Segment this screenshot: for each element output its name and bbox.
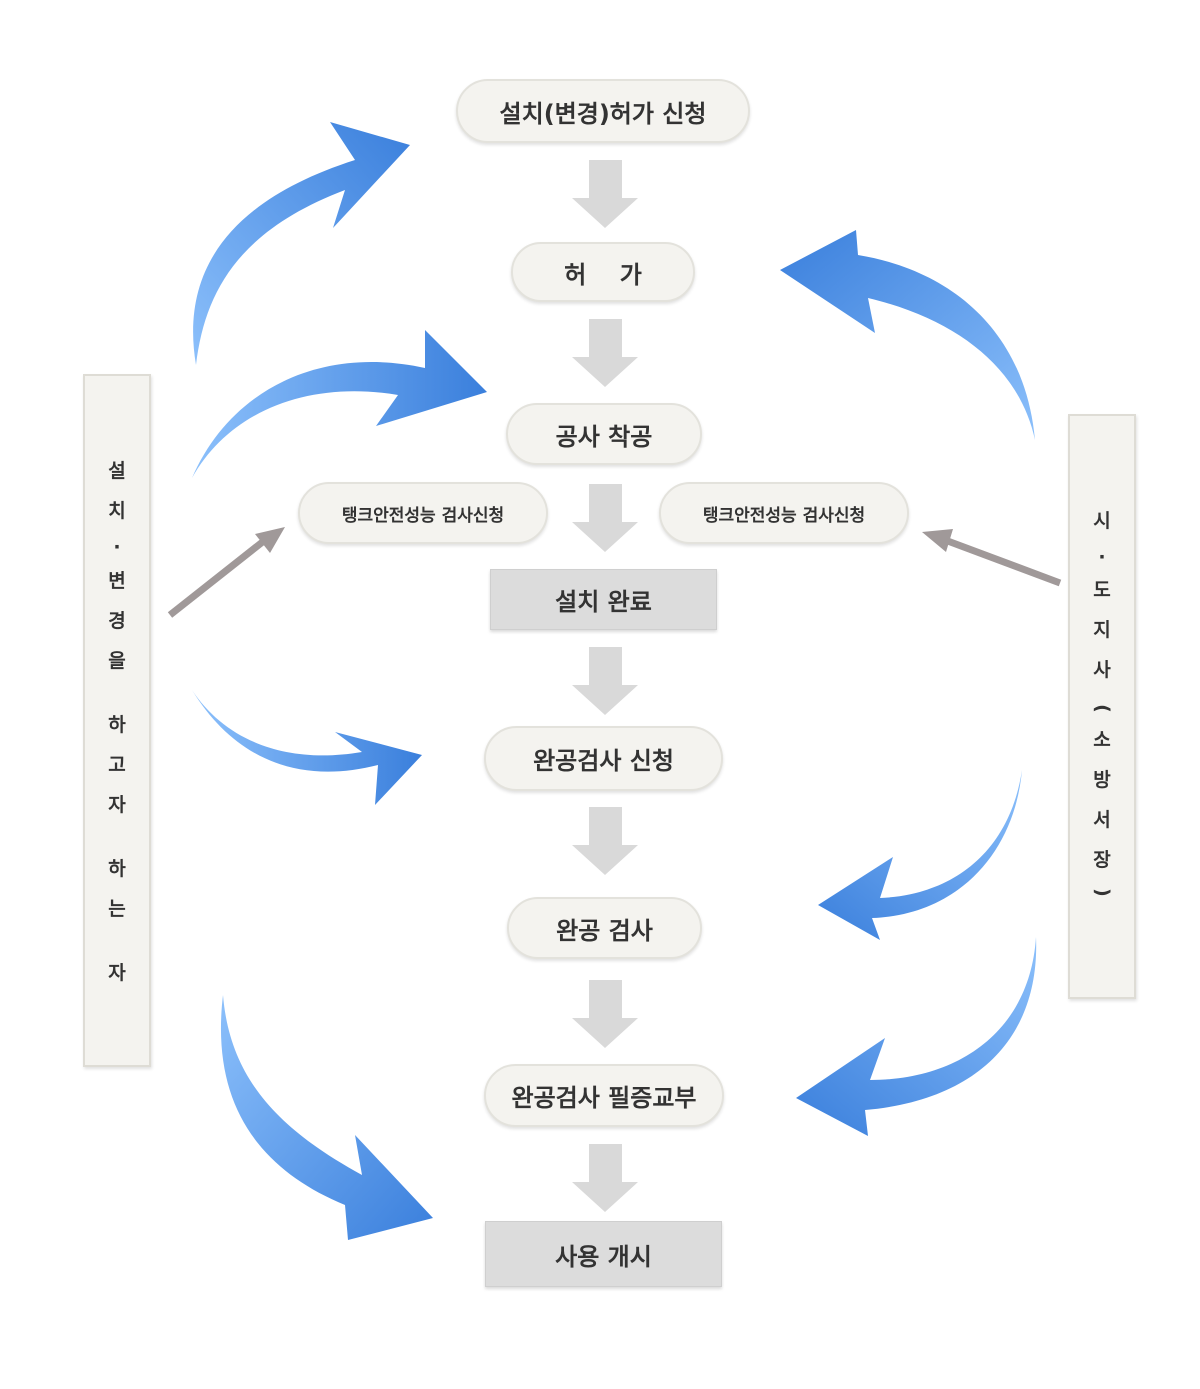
actor-label-char: 서	[1093, 809, 1111, 831]
actor-label-char: 는	[108, 898, 126, 920]
actor-label-char: 지	[1093, 619, 1111, 641]
step-completion-inspection-application: 완공검사 신청	[484, 726, 723, 791]
actor-label-char: ·	[113, 536, 121, 558]
step-label: 완공검사 신청	[533, 747, 674, 775]
actor-label-char: 방	[1093, 769, 1111, 791]
curved-arrow-right-1	[780, 230, 1035, 440]
step-permit: 허 가	[511, 242, 695, 302]
actor-label-char: 자	[108, 962, 126, 984]
step-label: 설치(변경)허가 신청	[499, 99, 707, 128]
flow-arrow	[572, 1144, 638, 1212]
tank-inspection-label: 탱크안전성능 검사신청	[702, 505, 866, 526]
flow-arrow	[572, 807, 638, 875]
flow-arrow	[572, 484, 638, 552]
actor-label-char: 장	[1093, 849, 1111, 871]
tank-inspection-right: 탱크안전성능 검사신청	[659, 482, 909, 544]
curved-arrow-left-4	[220, 995, 433, 1240]
actor-label-char: 하	[108, 714, 126, 736]
step-label: 공사 착공	[555, 422, 653, 451]
step-installation-complete: 설치 완료	[490, 569, 717, 630]
actor-label-char: 고	[108, 754, 126, 776]
step-start-of-use: 사용 개시	[485, 1221, 722, 1287]
actor-label-char: 사	[1093, 659, 1111, 681]
step-label: 허 가	[564, 260, 642, 289]
step-label: 설치 완료	[555, 588, 652, 616]
curved-arrow-left-1	[193, 122, 410, 365]
actor-label-char: 경	[108, 610, 126, 632]
actor-label-char: 소	[1093, 729, 1111, 751]
curved-arrow-right-2	[818, 770, 1022, 940]
tank-inspection-label: 탱크안전성능 검사신청	[341, 505, 505, 526]
step-label: 사용 개시	[555, 1242, 652, 1271]
actor-label-char: 변	[108, 570, 126, 592]
step-label: 완공 검사	[556, 916, 653, 945]
step-construction-start: 공사 착공	[506, 403, 702, 465]
tank-inspection-left: 탱크안전성능 검사신청	[298, 482, 548, 544]
gray-arrow-left-head	[255, 527, 285, 553]
actor-label-char: 시	[1093, 510, 1111, 532]
actor-label-char: 을	[108, 650, 126, 672]
step-certificate-issuance: 완공검사 필증교부	[484, 1064, 724, 1127]
flow-arrow	[572, 647, 638, 715]
gray-arrow-right-shaft	[943, 536, 1062, 587]
actor-label-char: ·	[1098, 546, 1106, 568]
actor-label-char: 하	[108, 858, 126, 880]
step-label: 완공검사 필증교부	[511, 1084, 697, 1112]
curved-arrow-right-3	[796, 937, 1037, 1136]
flow-arrow	[572, 160, 638, 228]
actor-label-char: 자	[108, 794, 126, 816]
flow-arrow	[572, 319, 638, 387]
actor-label-char: 설	[108, 460, 126, 482]
actor-label-char: 치	[108, 500, 126, 522]
gray-arrow-left-shaft	[167, 537, 268, 618]
curved-arrow-left-2	[192, 330, 487, 478]
flow-arrow	[572, 980, 638, 1048]
gray-arrow-right-head	[922, 529, 953, 552]
actor-label-char: )	[1091, 888, 1114, 897]
curved-arrow-left-3	[192, 690, 422, 805]
step-completion-inspection: 완공 검사	[507, 897, 702, 959]
actor-label-char: 도	[1093, 579, 1111, 601]
step-application: 설치(변경)허가 신청	[456, 79, 750, 143]
